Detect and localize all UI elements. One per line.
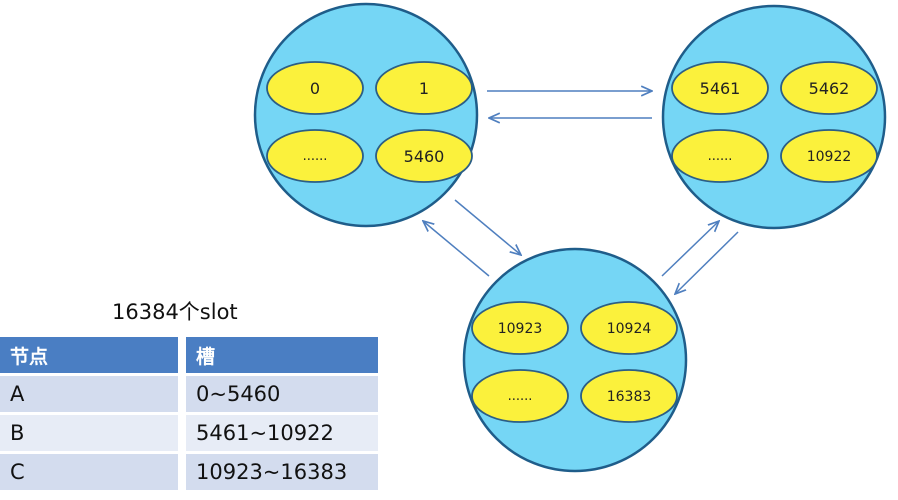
row-node: A [0, 376, 178, 412]
slot-ellipse [471, 369, 569, 423]
slot-ellipse [266, 129, 364, 183]
header-node: 节点 [0, 337, 178, 373]
slot-assignment-table: 节点 槽 A 0~5460 B 5461~10922 C 10923~16383 [0, 334, 378, 493]
slot-label: 5460 [404, 147, 445, 166]
node-a: 0 1 ...... 5460 [253, 2, 479, 228]
slot-ellipse [580, 369, 678, 423]
slot-ellipse [780, 61, 878, 115]
arrow-a-to-c [454, 199, 521, 255]
slot-ellipse [671, 129, 769, 183]
table-row: B 5461~10922 [0, 415, 378, 451]
slot-label: 5462 [809, 79, 850, 98]
slot-ellipse [671, 61, 769, 115]
node-b-circle [661, 4, 887, 230]
row-node: B [0, 415, 178, 451]
slot-count-caption: 16384个slot [112, 300, 238, 324]
slot-label: ...... [708, 149, 733, 164]
slot-label: ...... [508, 389, 533, 404]
slot-ellipse [471, 301, 569, 355]
table-row: C 10923~16383 [0, 454, 378, 490]
row-slot-range: 5461~10922 [178, 415, 378, 451]
slot-label: 10923 [498, 321, 543, 337]
slot-ellipse [780, 129, 878, 183]
header-slot: 槽 [178, 337, 378, 373]
slot-ellipse [375, 129, 473, 183]
row-slot-range: 0~5460 [178, 376, 378, 412]
row-slot-range: 10923~16383 [178, 454, 378, 490]
arrow-c-to-b [661, 221, 719, 277]
slot-label: 10924 [607, 321, 652, 337]
table-header-row: 节点 槽 [0, 337, 378, 373]
table-row: A 0~5460 [0, 376, 378, 412]
arrow-b-to-c [675, 231, 739, 294]
slot-label: 5461 [700, 79, 741, 98]
row-node: C [0, 454, 178, 490]
arrow-c-to-a [423, 221, 490, 277]
slot-label: 16383 [607, 389, 652, 405]
node-a-circle [253, 2, 479, 228]
slot-label: 10922 [807, 149, 852, 165]
node-c-circle [462, 247, 688, 473]
slot-ellipse [375, 61, 473, 115]
slot-ellipse [580, 301, 678, 355]
slot-label: ...... [303, 149, 328, 164]
slot-label: 0 [310, 79, 320, 98]
slot-ellipse [266, 61, 364, 115]
slot-label: 1 [419, 79, 429, 98]
node-b: 5461 5462 ...... 10922 [661, 4, 887, 230]
node-c: 10923 10924 ...... 16383 [462, 247, 688, 473]
